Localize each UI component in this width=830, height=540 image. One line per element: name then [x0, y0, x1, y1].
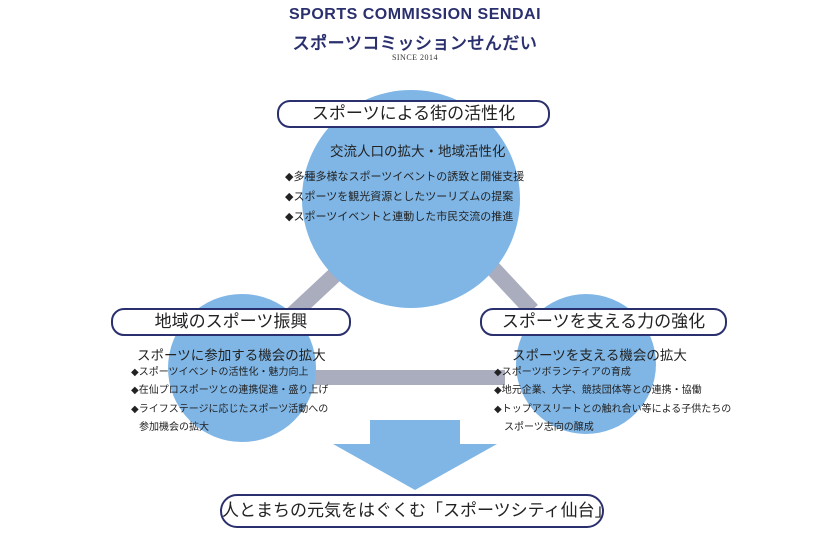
right-item-4: スポーツ志向の醸成 — [504, 422, 594, 433]
connector-left-right — [295, 370, 505, 385]
header-since: SINCE 2014 — [391, 53, 439, 62]
right-item-2: ◆地元企業、大学、競技団体等との連携・協働 — [494, 385, 702, 396]
center-title: スポーツによる街の活性化 — [277, 100, 550, 128]
header-title: SPORTS COMMISSION SENDAI — [288, 6, 542, 23]
center-item-3: ◆スポーツイベントと連動した市民交流の推進 — [285, 210, 514, 223]
left-item-1: ◆スポーツイベントの活性化・魅力向上 — [131, 367, 309, 378]
left-item-2: ◆在仙プロスポーツとの連携促進・盛り上げ — [131, 385, 329, 396]
left-subhead: スポーツに参加する機会の拡大 — [137, 348, 326, 364]
right-item-3: ◆トップアスリートとの触れ合い等による子供たちの — [494, 404, 732, 415]
left-title: 地域のスポーツ振興 — [111, 308, 351, 336]
right-item-1: ◆スポーツボランティアの育成 — [494, 367, 631, 378]
center-item-1: ◆多種多様なスポーツイベントの誘致と開催支援 — [285, 170, 525, 183]
right-title: スポーツを支える力の強化 — [480, 308, 727, 336]
center-item-2: ◆スポーツを観光資源としたツーリズムの提案 — [285, 190, 514, 203]
left-item-4: 参加機会の拡大 — [139, 422, 209, 433]
down-arrow-icon — [333, 444, 497, 490]
right-subhead: スポーツを支える機会の拡大 — [512, 348, 687, 364]
down-arrow-shaft — [370, 420, 460, 446]
header-subtitle: スポーツコミッションせんだい — [292, 34, 538, 54]
bottom-goal-label: 人とまちの元気をはぐくむ「スポーツシティ仙台」 — [220, 494, 612, 528]
left-item-3: ◆ライフステージに応じたスポーツ活動への — [131, 404, 329, 415]
center-subhead: 交流人口の拡大・地域活性化 — [330, 144, 506, 160]
